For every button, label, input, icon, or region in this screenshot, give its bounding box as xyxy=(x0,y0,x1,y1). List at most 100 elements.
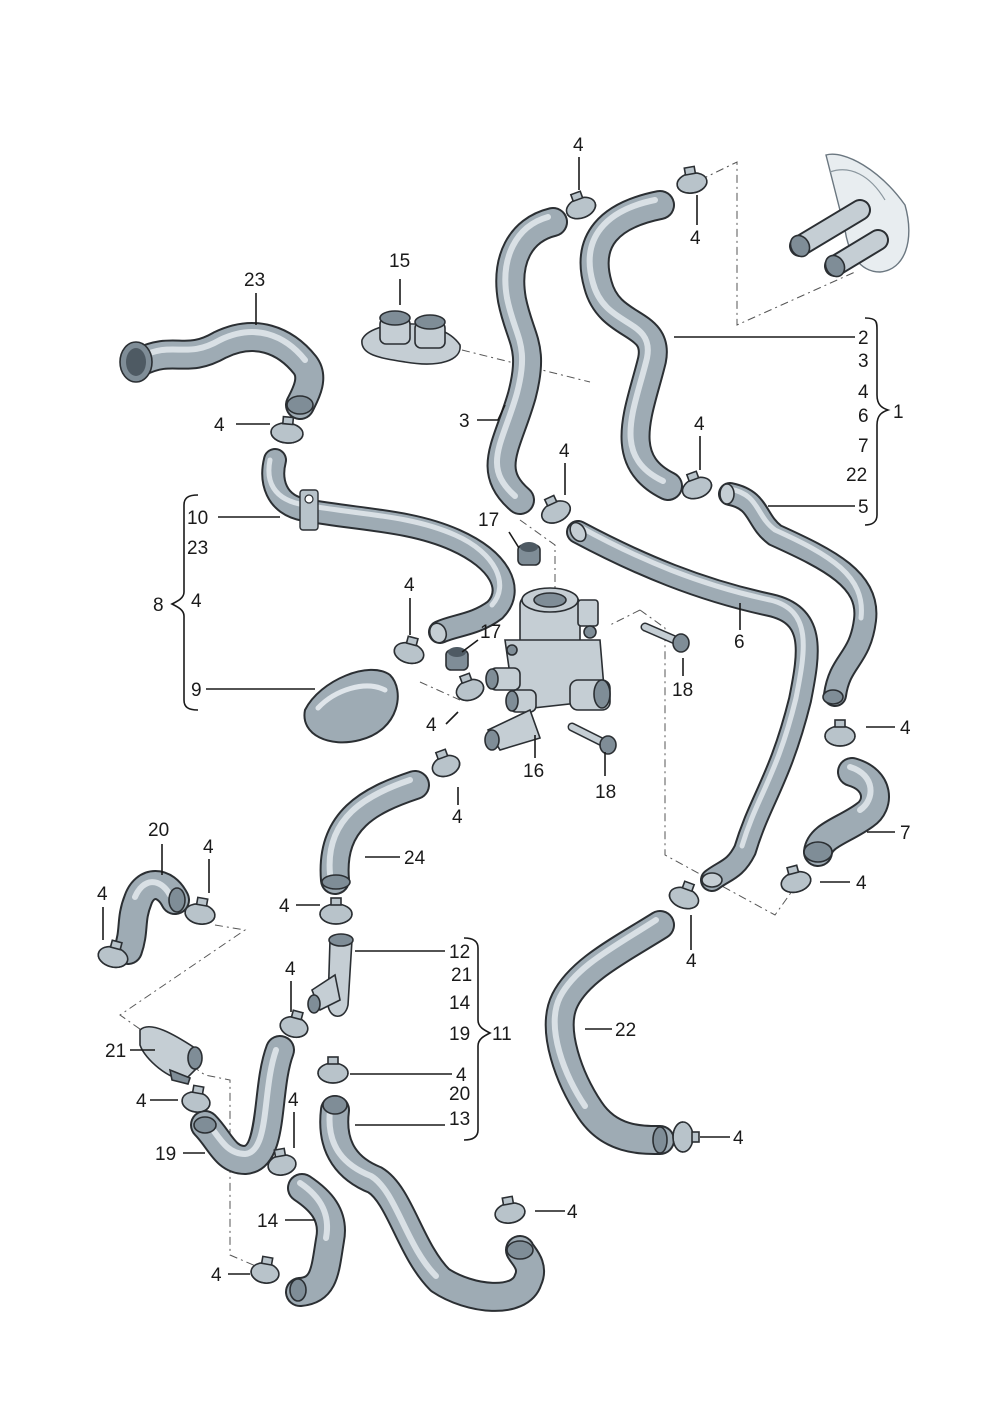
bolt-18-upper xyxy=(640,622,690,653)
label-part-20: 20 xyxy=(148,820,169,841)
label-part-10: 10 xyxy=(187,508,208,529)
heater-core-pipe-upper xyxy=(789,199,871,258)
hose-13 xyxy=(319,1095,545,1312)
label-clamp-right-mid: 4 xyxy=(900,718,911,739)
label-clamp-y-hose: 4 xyxy=(285,959,296,980)
label-part-1: 1 xyxy=(893,402,904,423)
clamp xyxy=(780,864,812,894)
label-group1-6: 6 xyxy=(858,406,869,427)
label-clamp-22-bottom: 4 xyxy=(733,1128,744,1149)
hose-2 xyxy=(579,190,683,501)
label-part-2: 2 xyxy=(858,328,869,349)
label-clamp-mid-right: 4 xyxy=(694,414,705,435)
label-part-13: 13 xyxy=(449,1109,470,1130)
clamp xyxy=(565,190,597,220)
hose-20 xyxy=(113,870,190,965)
label-part-5: 5 xyxy=(858,497,869,518)
label-part-6: 6 xyxy=(734,632,745,653)
label-bolt-18-upper: 18 xyxy=(672,680,693,701)
hose-23 xyxy=(119,322,325,420)
clamp xyxy=(181,1084,211,1113)
hose-19 xyxy=(190,1035,295,1175)
label-group11-20: 20 xyxy=(449,1084,470,1105)
seal-17-lower xyxy=(445,647,469,671)
hose-7 xyxy=(803,757,890,867)
label-clamp-valve-right: 4 xyxy=(426,715,437,736)
label-part-14: 14 xyxy=(257,1211,279,1232)
label-part-3: 3 xyxy=(459,411,470,432)
label-group8-4: 4 xyxy=(191,591,202,612)
label-clamp-upper-mid: 4 xyxy=(559,441,570,462)
clamp xyxy=(319,897,353,925)
label-clamp-21: 4 xyxy=(136,1091,147,1112)
label-part-11: 11 xyxy=(492,1024,512,1045)
clamp xyxy=(317,1056,349,1084)
label-part-24: 24 xyxy=(404,848,426,869)
label-part-12: 12 xyxy=(449,942,470,963)
label-seal-17-upper: 17 xyxy=(478,510,499,531)
clamp xyxy=(279,1009,309,1039)
clamp xyxy=(672,1121,700,1153)
group-brackets xyxy=(170,317,891,1141)
label-clamp-24: 4 xyxy=(279,896,290,917)
clamp xyxy=(393,635,425,665)
clamp xyxy=(270,415,304,444)
clamp xyxy=(681,470,713,500)
label-bolt-18-lower: 18 xyxy=(595,782,616,803)
flange-15 xyxy=(361,310,461,365)
y-connector-21 xyxy=(139,1025,203,1085)
label-group1-22: 22 xyxy=(846,465,867,486)
label-group11-19: 19 xyxy=(449,1024,470,1045)
clamp xyxy=(267,1147,297,1176)
y-connector-12 xyxy=(307,933,354,1018)
clamp xyxy=(250,1255,280,1284)
hose-6 xyxy=(566,520,819,892)
label-part-9: 9 xyxy=(191,680,202,701)
label-part-7: 7 xyxy=(900,823,911,844)
label-group11-14: 14 xyxy=(449,993,471,1014)
label-part-21: 21 xyxy=(105,1041,126,1062)
label-group1-4: 4 xyxy=(858,382,869,403)
label-clamp-top: 4 xyxy=(573,135,584,156)
hose-5 xyxy=(718,482,878,707)
hose-22 xyxy=(544,910,675,1155)
hose-9 xyxy=(303,669,399,744)
label-clamp-22-top: 4 xyxy=(686,951,697,972)
label-part-16: 16 xyxy=(523,761,544,782)
label-clamp-20-left: 4 xyxy=(97,884,108,905)
clamp xyxy=(184,896,216,925)
clamp xyxy=(824,719,856,747)
label-clamp-left-upper: 4 xyxy=(214,415,225,436)
label-clamp-valve-lower: 4 xyxy=(452,807,463,828)
clamp xyxy=(97,939,129,969)
label-group1-3: 3 xyxy=(858,351,869,372)
label-group11-21: 21 xyxy=(451,965,472,986)
leader-lines xyxy=(102,157,895,1275)
label-group11-4: 4 xyxy=(456,1065,467,1086)
clamp xyxy=(494,1195,526,1224)
clamp xyxy=(668,880,700,910)
heater-core-pipe-lower xyxy=(824,229,889,278)
label-clamp-valve-left: 4 xyxy=(404,575,415,596)
clamp xyxy=(676,165,708,194)
hose-24 xyxy=(319,770,430,895)
label-seal-17-lower: 17 xyxy=(480,622,501,643)
valve-16 xyxy=(484,587,611,751)
hose-14 xyxy=(285,1173,346,1307)
bracket-group-1 xyxy=(864,317,891,526)
label-part-15: 15 xyxy=(389,251,410,272)
label-clamp-right-lower: 4 xyxy=(856,873,867,894)
heater-core xyxy=(789,153,910,278)
bracket-group-11 xyxy=(463,937,492,1141)
bracket-group-8 xyxy=(170,494,199,711)
assembly-lines xyxy=(119,161,856,1271)
label-clamp-20: 4 xyxy=(203,837,214,858)
label-clamp-13: 4 xyxy=(567,1202,578,1223)
label-part-8: 8 xyxy=(153,595,164,616)
label-part-22: 22 xyxy=(615,1020,636,1041)
label-part-23: 23 xyxy=(244,270,265,291)
label-part-19: 19 xyxy=(155,1144,176,1165)
hose-10 xyxy=(261,448,516,644)
